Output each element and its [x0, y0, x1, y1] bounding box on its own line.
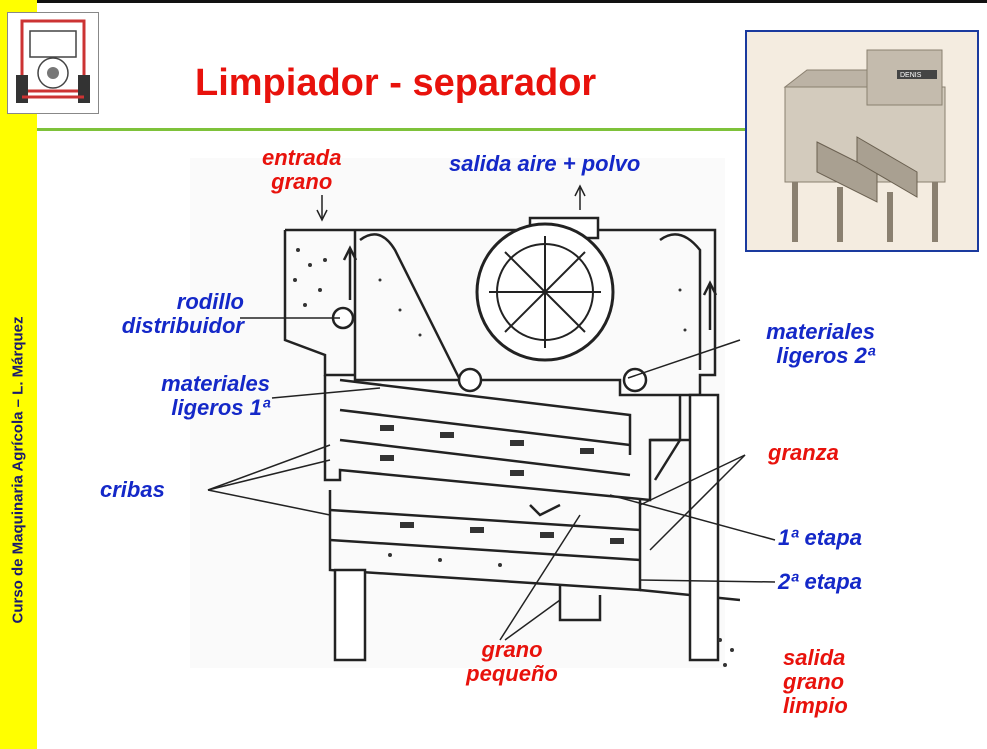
label-grano-pequeno: grano pequeño — [466, 637, 558, 686]
machine-photo: DENIS — [745, 30, 979, 252]
title-divider — [37, 128, 747, 131]
top-border — [0, 0, 987, 3]
label-cribas: cribas — [100, 477, 165, 502]
label-materiales-ligeros-1: materiales ligeros 1ª — [161, 371, 270, 420]
label-materiales-ligeros-2: materiales ligeros 2ª — [766, 319, 875, 368]
sidebar: Curso de Maquinaria Agrícola – L. Márque… — [0, 0, 37, 749]
label-etapa-2: 2ª etapa — [778, 569, 862, 594]
label-rodillo: rodillo distribuidor — [121, 289, 244, 338]
label-salida-grano: salida grano limpio — [783, 645, 848, 718]
label-salida-aire: salida aire + polvo — [449, 151, 641, 176]
label-granza: granza — [768, 440, 839, 465]
cleaner-diagram — [180, 140, 741, 695]
label-etapa-1: 1ª etapa — [778, 525, 862, 550]
tractor-logo — [7, 12, 99, 114]
label-entrada-grano: entrada grano — [262, 145, 342, 194]
nameplate-text: DENIS — [900, 72, 922, 79]
page-title: Limpiador - separador — [195, 62, 597, 104]
